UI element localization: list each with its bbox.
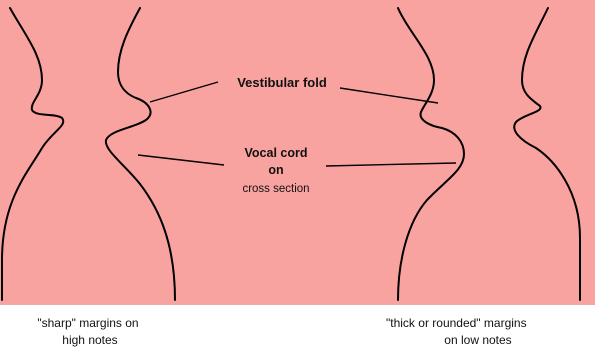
left-caption-line2: high notes [62,333,117,347]
left-caption-line1: "sharp" margins on [37,316,138,330]
right-caption-line1: "thick or rounded" margins [386,316,527,330]
vocal-cord-on-label: on [268,163,283,177]
vestibular-fold-label: Vestibular fold [237,75,327,90]
right-caption-line2: on low notes [444,333,511,347]
vocal-cord-label: Vocal cord [245,146,308,160]
cross-section-label: cross section [242,183,309,195]
